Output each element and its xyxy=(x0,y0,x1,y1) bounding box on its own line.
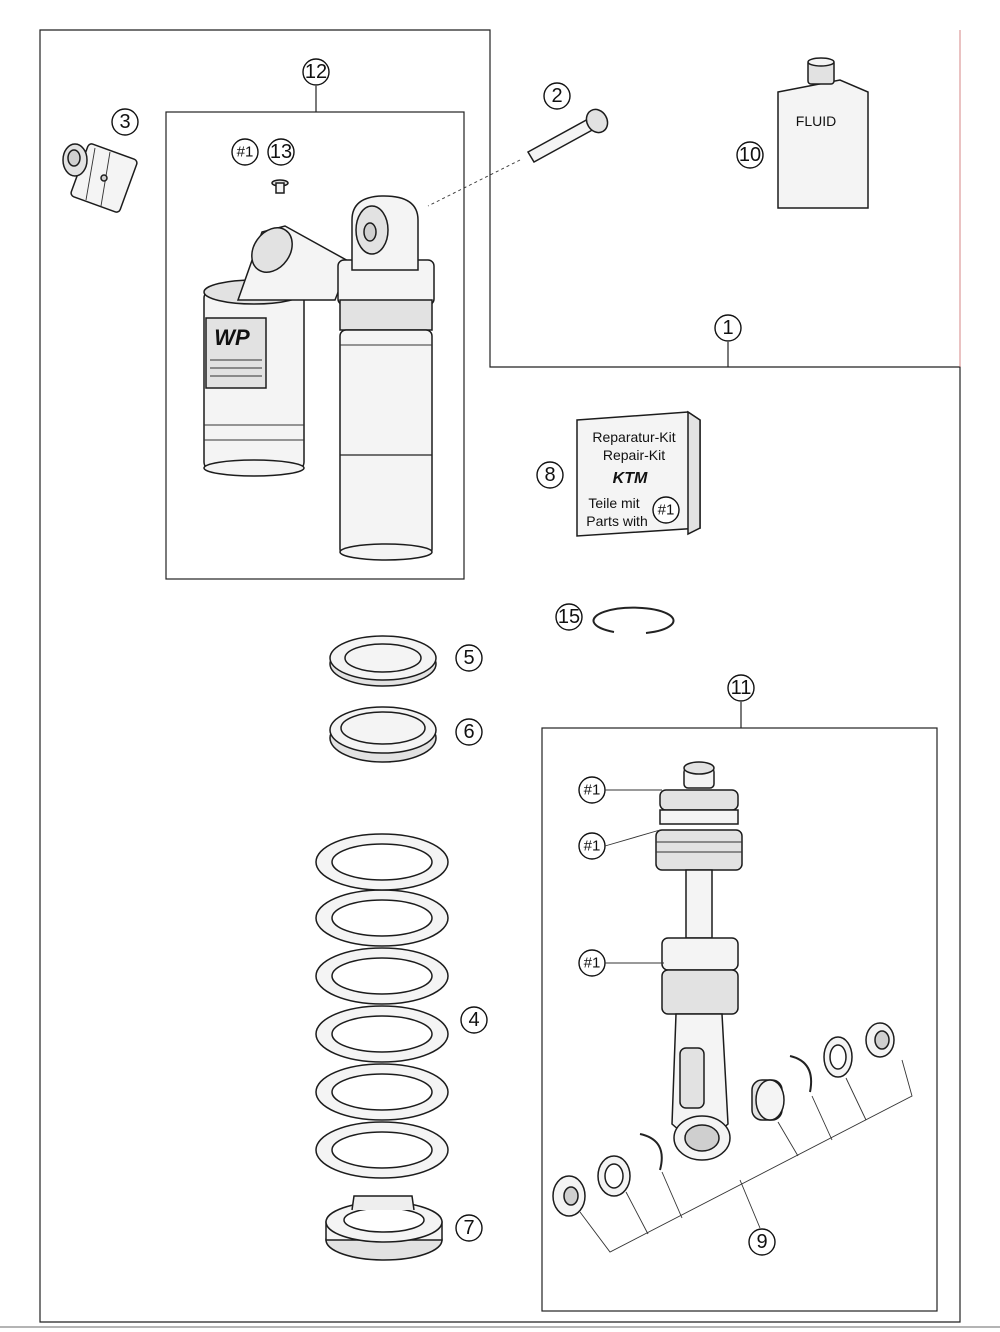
callout-13-label: 13 xyxy=(270,141,292,163)
part-4-spring xyxy=(315,833,449,1179)
part-6-spring-nut xyxy=(329,706,437,763)
brand-label: WP xyxy=(214,325,250,350)
part-13-screw xyxy=(271,179,289,194)
callout-2: 2 xyxy=(543,82,571,110)
callout-10-label: 10 xyxy=(739,144,761,166)
callout-4-label: 4 xyxy=(468,1009,479,1031)
part-3-adjuster xyxy=(62,143,138,213)
marker-rod-3-label: #1 xyxy=(584,955,601,972)
frame xyxy=(0,29,1000,1328)
callout-5-label: 5 xyxy=(463,647,474,669)
callout-11: 11 xyxy=(727,674,755,702)
part-2-bolt xyxy=(427,108,609,207)
group-box-12 xyxy=(165,86,465,580)
callout-12-label: 12 xyxy=(305,61,327,83)
part-12-shock-body: WP xyxy=(203,195,435,561)
repair-kit-marker: #1 xyxy=(658,502,675,519)
part-10-fluid-bottle: FLUID xyxy=(777,57,869,209)
callout-15-label: 15 xyxy=(558,606,580,628)
repair-kit-line2: Repair-Kit xyxy=(603,447,665,463)
part-5-spring-nut xyxy=(329,635,437,687)
callout-9: 9 xyxy=(748,1228,776,1256)
callout-9-label: 9 xyxy=(756,1231,767,1253)
repair-kit-line3: Teile mit xyxy=(588,495,639,511)
part-8-repair-kit: Reparatur-Kit Repair-Kit KTM Teile mit P… xyxy=(576,410,701,537)
marker-rod-2-label: #1 xyxy=(584,838,601,855)
repair-kit-line4: Parts with xyxy=(586,513,647,529)
marker-13-label: #1 xyxy=(237,144,254,161)
ktm-logo: KTM xyxy=(613,470,648,487)
part-15-circlip xyxy=(592,606,675,634)
repair-kit-line1: Reparatur-Kit xyxy=(592,429,675,445)
callout-1-label: 1 xyxy=(722,317,733,339)
callout-2-label: 2 xyxy=(551,85,562,107)
callout-8-label: 8 xyxy=(544,464,555,486)
group-box-11 xyxy=(541,702,938,1312)
marker-rod-3: #1 xyxy=(578,949,664,977)
callout-7-label: 7 xyxy=(463,1217,474,1239)
part-9-bearing-set xyxy=(552,1022,913,1253)
marker-13: #1 xyxy=(231,138,259,166)
callout-3-label: 3 xyxy=(119,111,130,133)
callout-1: 1 xyxy=(714,314,742,342)
callout-6: 6 xyxy=(455,718,483,746)
callout-10: 10 xyxy=(736,141,764,169)
marker-rod-1-label: #1 xyxy=(584,782,601,799)
callout-7: 7 xyxy=(455,1214,483,1242)
fluid-label: FLUID xyxy=(796,113,836,129)
callout-3: 3 xyxy=(111,108,139,136)
callout-12: 12 xyxy=(302,58,330,86)
part-7-spring-retainer xyxy=(325,1195,443,1261)
part-11-damper-rod xyxy=(655,761,743,1161)
callout-11-label: 11 xyxy=(731,677,752,699)
marker-rod-1: #1 xyxy=(578,776,662,804)
callout-4: 4 xyxy=(460,1006,488,1034)
callout-15: 15 xyxy=(555,603,583,631)
callout-13: 13 xyxy=(267,138,295,166)
callout-5: 5 xyxy=(455,644,483,672)
callout-8: 8 xyxy=(536,461,564,489)
callout-6-label: 6 xyxy=(463,721,474,743)
marker-rod-2: #1 xyxy=(578,829,661,860)
